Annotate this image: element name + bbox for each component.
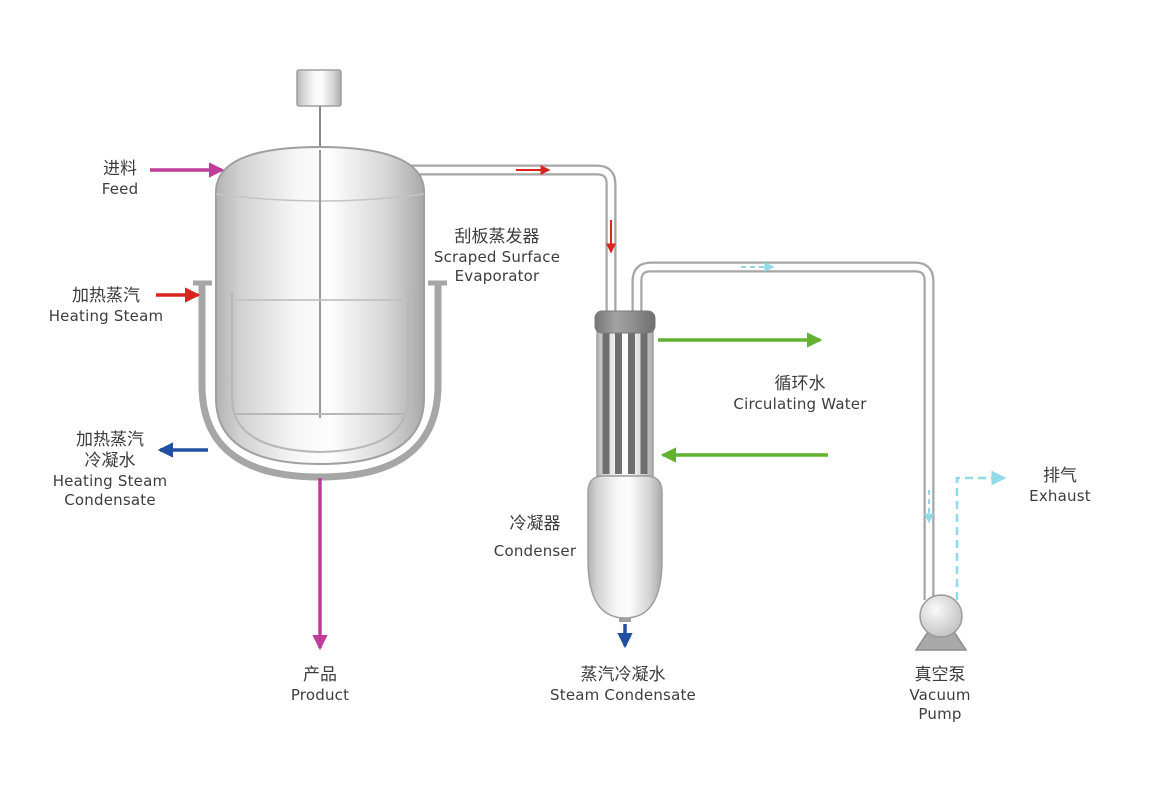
label-steam-condensate-en: Steam Condensate [550, 686, 696, 704]
label-hsc-en2: Condensate [64, 491, 156, 509]
label-hsc-zh2: 冷凝水 [84, 451, 136, 471]
label-feed-en: Feed [101, 180, 139, 198]
label-exhaust: 排气 Exhaust [1029, 466, 1091, 506]
label-condenser-en: Condenser [493, 542, 577, 560]
inner-wall [231, 292, 409, 454]
label-steam-condensate-zh: 蒸汽冷凝水 [580, 665, 666, 685]
pump-body [919, 594, 963, 638]
vacuum-pump-unit [914, 594, 968, 651]
label-evaporator: 刮板蒸发器 Scraped Surface Evaporator [434, 227, 560, 286]
pipe-outline [631, 261, 935, 600]
condenser-top-cap [594, 310, 656, 334]
label-exhaust-en: Exhaust [1029, 487, 1091, 505]
label-feed-zh: 进料 [103, 159, 137, 179]
label-feed: 进料 Feed [102, 159, 139, 199]
label-circulating-water: 循环水 Circulating Water [733, 374, 866, 414]
scraped-surface-evaporator [193, 69, 447, 481]
label-product-zh: 产品 [302, 665, 337, 685]
condensate-receiver [587, 475, 663, 619]
label-vacuum-pump: 真空泵 Vacuum Pump [909, 665, 970, 724]
vapor-pipe-evaporator-to-condenser [400, 164, 617, 318]
label-vacuum-pump-en1: Vacuum [909, 686, 971, 704]
label-evaporator-en1: Scraped Surface [433, 248, 561, 266]
label-condenser-zh: 冷凝器 [509, 514, 561, 534]
label-exhaust-zh: 排气 [1042, 466, 1077, 486]
label-heating-steam-condensate: 加热蒸汽 冷凝水 Heating Steam Condensate [53, 430, 168, 510]
label-evaporator-zh: 刮板蒸发器 [454, 227, 540, 247]
label-vacuum-pump-en2: Pump [918, 705, 962, 723]
label-heating-steam-zh: 加热蒸汽 [72, 286, 140, 306]
label-circulating-water-en: Circulating Water [733, 395, 867, 413]
label-heating-steam: 加热蒸汽 Heating Steam [49, 286, 164, 326]
label-hsc-zh1: 加热蒸汽 [76, 430, 144, 450]
condenser-unit [587, 310, 663, 622]
label-steam-condensate: 蒸汽冷凝水 Steam Condensate [550, 665, 696, 705]
label-hsc-en1: Heating Steam [52, 472, 168, 490]
pipe-bore [400, 166, 615, 318]
label-heating-steam-en: Heating Steam [48, 307, 164, 325]
label-evaporator-en2: Evaporator [454, 267, 540, 285]
label-condenser: 冷凝器 Condenser [494, 514, 576, 561]
heating-jacket [198, 283, 442, 481]
vacuum-pipe-condenser-to-pump [631, 261, 935, 600]
label-product: 产品 Product [291, 665, 349, 705]
motor-block [296, 69, 342, 107]
exhaust-line [955, 470, 1007, 600]
pipe-bore [633, 263, 933, 600]
label-circulating-water-zh: 循环水 [774, 374, 826, 394]
label-vacuum-pump-zh: 真空泵 [914, 665, 966, 685]
label-product-en: Product [290, 686, 350, 704]
